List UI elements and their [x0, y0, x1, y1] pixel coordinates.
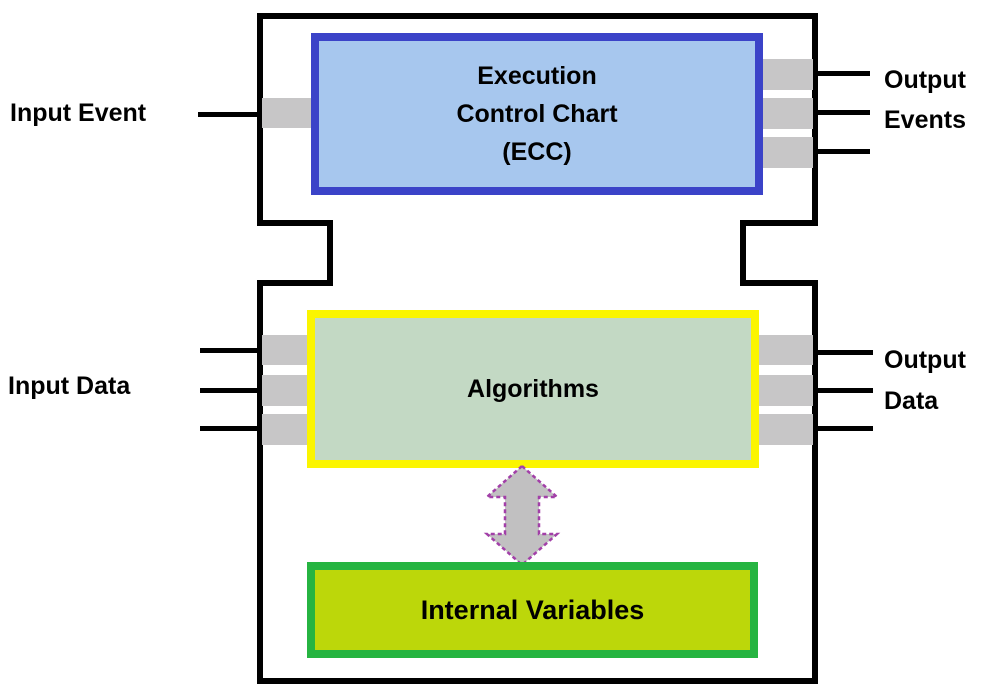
input-data-label: Input Data [8, 372, 131, 400]
data-input-port-bar-3 [262, 414, 308, 445]
output-data-line-3 [818, 426, 873, 431]
event-output-port-bar-2 [762, 98, 813, 129]
input-event-label: Input Event [10, 99, 147, 127]
algorithms-block-label: Algorithms [467, 374, 599, 403]
fb-neck-left-edge [327, 220, 333, 286]
updown-arrow-icon [483, 464, 561, 567]
event-output-port-bar-1 [762, 59, 813, 90]
output-event-line-2 [818, 110, 870, 115]
data-output-port-bar-3 [758, 414, 813, 445]
output-data-line-2 [818, 388, 873, 393]
algorithms-block: Algorithms [307, 310, 759, 468]
ecc-label-line3: (ECC) [502, 138, 572, 166]
output-events-label-line1: Output [884, 66, 966, 94]
input-data-line-1 [200, 348, 262, 353]
fb-body-top-right [740, 280, 818, 286]
data-output-port-bar-2 [758, 375, 813, 406]
input-data-line-3 [200, 426, 262, 431]
input-event-line [198, 112, 262, 117]
fb-body-bottom-edge [257, 678, 818, 684]
fb-body-right-edge [812, 280, 818, 684]
internal-variables-block-label: Internal Variables [420, 594, 645, 625]
ecc-label-line2: Control Chart [456, 100, 618, 128]
fb-head-top-edge [257, 13, 818, 19]
fb-body-top-left [257, 280, 333, 286]
event-output-port-bar-3 [762, 137, 813, 168]
output-data-label: Output Data [884, 340, 966, 422]
output-data-line-1 [818, 350, 873, 355]
output-data-label-line2: Data [884, 387, 939, 415]
ecc-label-line1: Execution [477, 62, 597, 90]
ecc-block: Execution Control Chart (ECC) [311, 33, 763, 195]
fb-neck-right-edge [740, 220, 746, 286]
data-output-port-bar-1 [758, 335, 813, 365]
data-input-port-bar-2 [262, 375, 308, 406]
output-events-label: Output Events [884, 60, 966, 140]
output-event-line-3 [818, 149, 870, 154]
fb-head-right-edge [812, 13, 818, 226]
data-input-port-bar-1 [262, 335, 308, 365]
input-data-line-2 [200, 388, 262, 393]
output-events-label-line2: Events [884, 106, 966, 134]
fb-body-left-edge [257, 280, 263, 684]
output-data-label-line1: Output [884, 346, 966, 374]
fb-head-bottom-left [257, 220, 333, 226]
ecc-block-label: Execution Control Chart (ECC) [456, 57, 617, 171]
fb-head-left-edge [257, 13, 263, 226]
fb-head-bottom-right [740, 220, 818, 226]
event-input-port-bar [262, 98, 312, 128]
internal-variables-block: Internal Variables [307, 562, 758, 658]
output-event-line-1 [818, 71, 870, 76]
